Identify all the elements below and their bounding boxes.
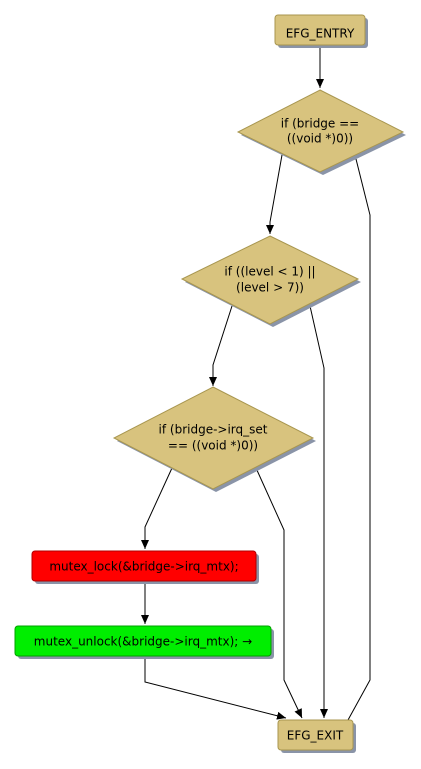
irq-set-null-check-node: if (bridge->irq_set == ((void *)0)) — [112, 386, 316, 492]
bridge-null-check-line2: ((void *)0)) — [287, 132, 353, 146]
edge-bridge-check-to-exit — [347, 154, 371, 721]
edge-irq-check-to-mutex-lock — [141, 467, 173, 549]
edge-bridge-check-to-level-check — [266, 154, 283, 234]
level-range-check-node: if ((level < 1) || (level > 7)) — [180, 235, 361, 327]
edge-level-check-to-irq-check — [209, 305, 233, 386]
bridge-null-check-line1: if (bridge == — [281, 117, 359, 131]
bridge-null-check-node: if (bridge == ((void *)0)) — [236, 89, 406, 175]
mutex-unlock-node: mutex_unlock(&bridge->irq_mtx); → — [14, 625, 274, 659]
edge-level-check-to-exit — [309, 305, 328, 718]
irq-set-null-check-line2: == ((void *)0)) — [168, 439, 258, 453]
level-range-check-line1: if ((level < 1) || — [224, 265, 315, 279]
entry-node-label: EFG_ENTRY — [286, 27, 355, 41]
mutex-lock-node: mutex_lock(&bridge->irq_mtx); — [31, 550, 259, 584]
irq-set-null-check-line1: if (bridge->irq_set — [159, 423, 268, 437]
entry-node: EFG_ENTRY — [274, 14, 368, 48]
exit-node-label: EFG_EXIT — [287, 729, 344, 743]
mutex-unlock-label: mutex_unlock(&bridge->irq_mtx); → — [34, 635, 252, 649]
edge-irq-check-to-exit — [255, 467, 303, 719]
exit-node: EFG_EXIT — [277, 719, 356, 753]
edge-unlock-to-exit — [144, 656, 287, 720]
level-range-check-line2: (level > 7)) — [236, 281, 304, 295]
mutex-lock-label: mutex_lock(&bridge->irq_mtx); — [49, 560, 238, 574]
